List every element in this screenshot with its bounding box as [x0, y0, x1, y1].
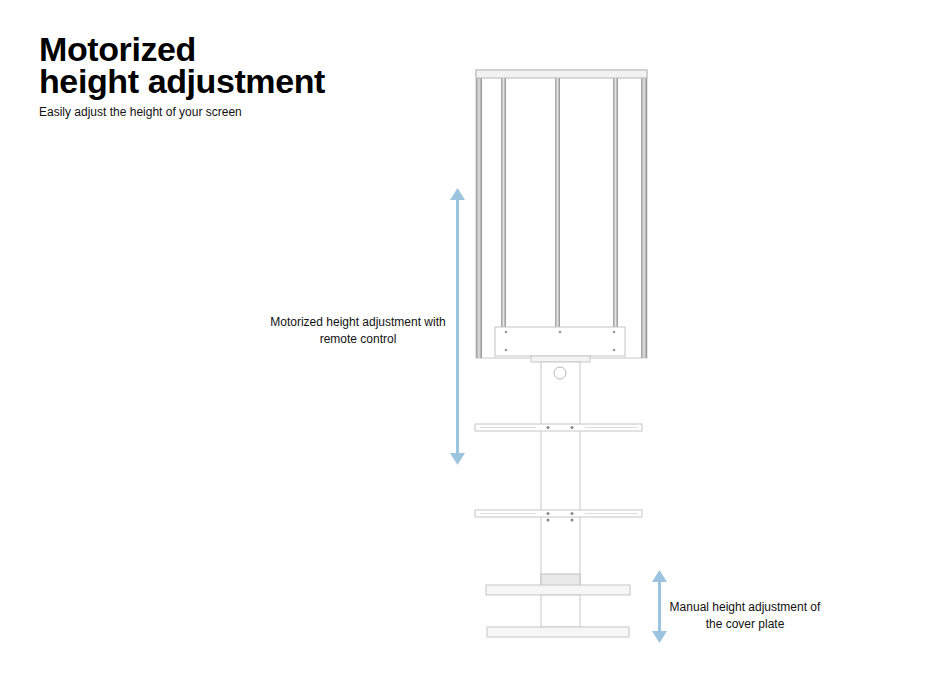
- cover-plate: [486, 585, 630, 637]
- page-subtitle: Easily adjust the height of your screen: [39, 105, 439, 120]
- wrap-spacer: [219, 33, 359, 63]
- screen-frame: [476, 70, 647, 358]
- manual-arrow: [652, 570, 667, 643]
- stand-column: [531, 356, 590, 590]
- page-title: Motorized height adjustment: [39, 33, 359, 97]
- callout-label: Manual height adjustment of the cover pl…: [665, 599, 825, 633]
- mounting-bars: [475, 424, 642, 522]
- callout-label: Motorized height adjustment with remote …: [268, 314, 448, 348]
- motor-arrow: [450, 188, 465, 465]
